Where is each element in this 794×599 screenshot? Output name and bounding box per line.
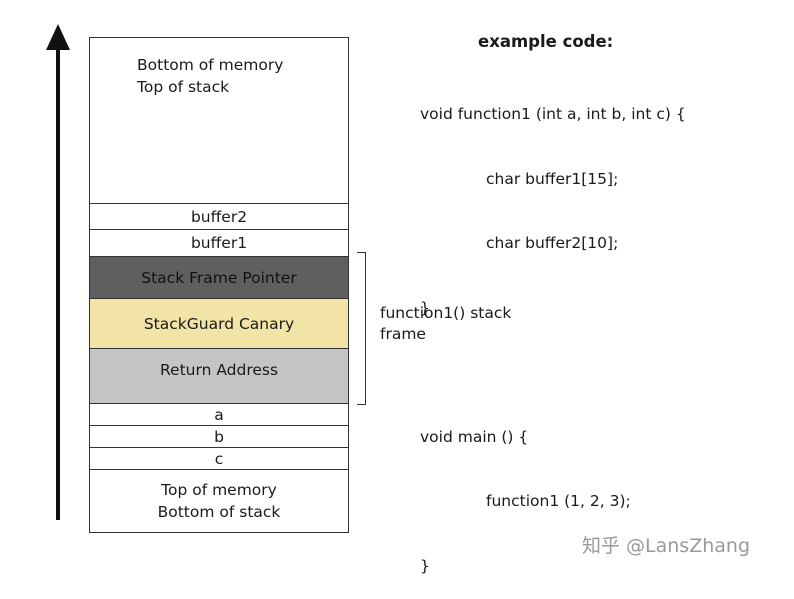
stack-cell-return-address: Return Address bbox=[89, 348, 349, 403]
bottom-region-line-2: Bottom of stack bbox=[157, 503, 281, 521]
stack-cell-arg-b: b bbox=[89, 425, 349, 447]
stack-cell-buffer2: buffer2 bbox=[89, 203, 349, 229]
stack-cell-frame-pointer: Stack Frame Pointer bbox=[89, 256, 349, 298]
code-title: example code: bbox=[478, 32, 614, 51]
frame-bracket bbox=[357, 252, 366, 405]
growth-arrow-shaft bbox=[56, 44, 60, 520]
top-region-line-1: Bottom of memory bbox=[137, 56, 284, 74]
stack-bottom-region: Top of memory Bottom of stack bbox=[89, 469, 349, 533]
code-line: } bbox=[420, 298, 430, 317]
code-line bbox=[420, 362, 686, 384]
stack-diagram: Bottom of memory Top of stack buffer2 bu… bbox=[89, 37, 349, 533]
top-region-line-2: Top of stack bbox=[137, 78, 230, 96]
stack-top-region: Bottom of memory Top of stack bbox=[89, 37, 349, 203]
stack-cell-canary: StackGuard Canary bbox=[89, 298, 349, 348]
code-block: void function1 (int a, int b, int c) { c… bbox=[420, 61, 686, 599]
code-line: } bbox=[420, 556, 430, 575]
code-line: char buffer2[10]; bbox=[486, 234, 619, 252]
bottom-region-line-1: Top of memory bbox=[161, 481, 277, 499]
frame-label-line-1: function1() stack bbox=[380, 304, 512, 322]
code-line: void function1 (int a, int b, int c) { bbox=[420, 105, 686, 123]
stack-cell-arg-a: a bbox=[89, 403, 349, 425]
frame-label: function1() stack frame bbox=[380, 303, 511, 345]
code-line: void main () { bbox=[420, 427, 529, 446]
stack-cell-arg-c: c bbox=[89, 447, 349, 469]
frame-label-line-2: frame bbox=[380, 325, 426, 343]
code-line: function1 (1, 2, 3); bbox=[486, 492, 631, 510]
code-line: char buffer1[15]; bbox=[486, 169, 619, 188]
stack-cell-buffer1: buffer1 bbox=[89, 229, 349, 256]
watermark: 知乎 @LansZhang bbox=[582, 535, 751, 557]
